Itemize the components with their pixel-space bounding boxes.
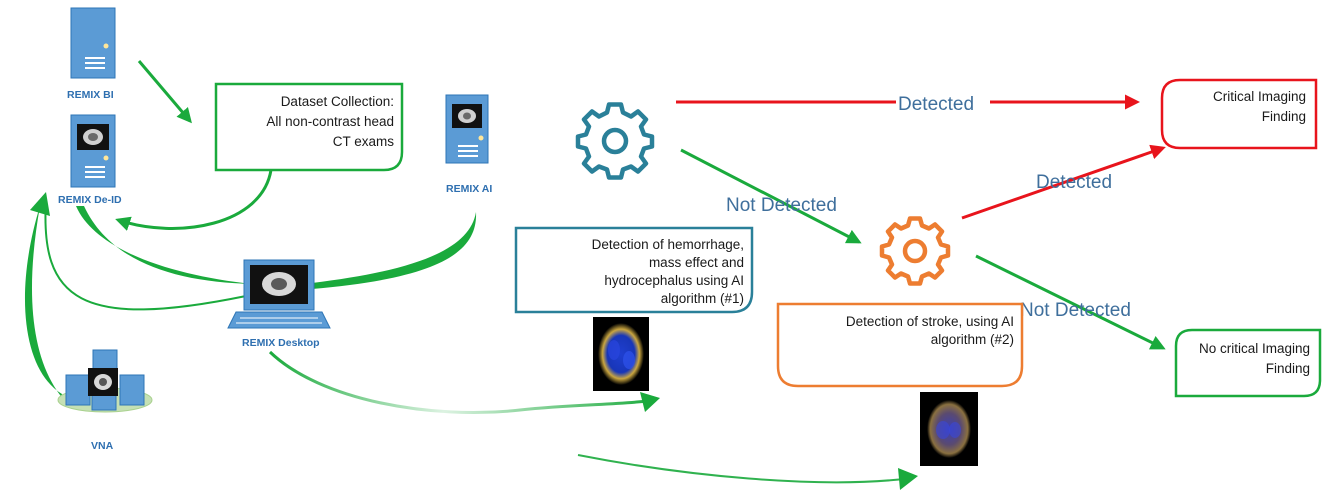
no-critical-line-1: No critical Imaging (1199, 341, 1310, 356)
brain-scan-icon (593, 317, 649, 391)
algo2-line-1: Detection of stroke, using AI (846, 314, 1014, 329)
algorithm-2-box: Detection of stroke, using AI algorithm … (776, 302, 1024, 388)
arrow-gear2-to-critical (961, 144, 1166, 220)
detected-top-bg (896, 90, 990, 114)
arrow-dataset-to-deid (115, 169, 273, 231)
dataset-line-2: All non-contrast head (266, 114, 394, 129)
algo1-line-3: hydrocephalus using AI (604, 273, 744, 288)
critical-finding-box: Critical Imaging Finding (1160, 78, 1318, 150)
algo2-line-2: algorithm (#2) (931, 332, 1014, 347)
remix-bi-label: REMIX BI (67, 89, 114, 101)
flow-label-detected-mid: Detected (1036, 172, 1112, 193)
dataset-line-1: Dataset Collection: (281, 94, 394, 109)
dataset-line-3: CT exams (333, 134, 395, 149)
no-critical-line-2: Finding (1266, 361, 1310, 376)
remix-desktop-node: REMIX Desktop (227, 259, 331, 349)
no-critical-finding-box: No critical Imaging Finding (1174, 328, 1322, 398)
swoosh-vna-to-deid (24, 206, 64, 400)
arrow-gear1-to-gear2 (680, 148, 862, 244)
arrow-desktop-to-scan2 (577, 454, 913, 484)
arrow-desktop-to-scan1-head (640, 392, 660, 412)
remix-deid-node: REMIX De-ID (58, 114, 122, 206)
server-icon (445, 94, 489, 164)
flow-label-not-detected-2: Not Detected (1020, 300, 1131, 321)
swoosh-deid-to-desktop (76, 206, 252, 284)
arrow-gear2-to-no-critical (975, 254, 1166, 350)
remix-deid-label: REMIX De-ID (58, 194, 122, 206)
algo1-line-4: algorithm (#1) (661, 291, 744, 306)
dataset-collection-box: Dataset Collection: All non-contrast hea… (214, 82, 404, 172)
algo1-line-2: mass effect and (649, 255, 744, 270)
server-icon (70, 7, 116, 79)
critical-line-2: Finding (1262, 109, 1306, 124)
remix-ai-node: REMIX AI (445, 94, 492, 195)
gear-icon (879, 216, 951, 286)
server-icon (65, 349, 145, 411)
computer-icon (227, 259, 331, 329)
arrow-bi-to-dataset (137, 60, 192, 124)
algo1-line-1: Detection of hemorrhage, (592, 237, 744, 252)
remix-bi-node: REMIX BI (67, 7, 116, 101)
remix-desktop-label: REMIX Desktop (242, 337, 320, 349)
server-icon (70, 114, 116, 188)
flow-label-not-detected-1: Not Detected (726, 195, 837, 216)
vna-label: VNA (91, 440, 114, 452)
vna-node: VNA (57, 349, 153, 452)
gear-icon (575, 102, 655, 180)
connectors (24, 60, 1166, 490)
arrow-desktop-to-scan1 (268, 350, 657, 415)
critical-line-1: Critical Imaging (1213, 89, 1306, 104)
flow-label-detected-top: Detected (898, 94, 974, 115)
brain-scan-icon (920, 392, 978, 466)
arrow-desktop-to-scan2-head (898, 468, 918, 490)
algorithm-1-box: Detection of hemorrhage, mass effect and… (514, 226, 754, 314)
swoosh-desktop-to-ai (312, 212, 477, 289)
remix-ai-label: REMIX AI (446, 183, 492, 195)
line-vna-desktop (44, 199, 247, 311)
